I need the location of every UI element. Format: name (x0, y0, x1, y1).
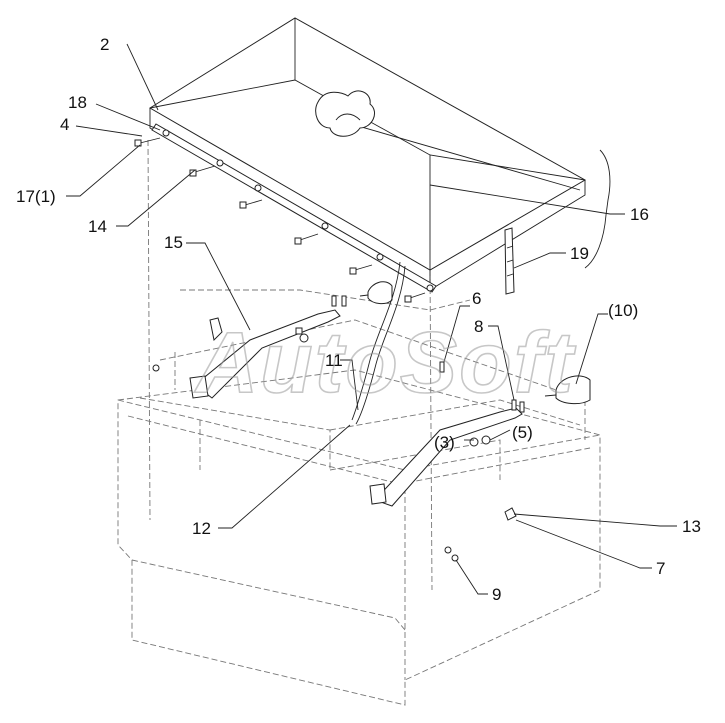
callout-label: 15 (164, 233, 183, 252)
callout-label: 8 (474, 317, 483, 336)
rubber-bumpers (359, 281, 591, 405)
callout-label: 2 (100, 35, 109, 54)
callout-label: 17(1) (16, 187, 56, 206)
mounting-bar (151, 123, 437, 293)
callout-label: 6 (472, 289, 481, 308)
callout-label: (3) (434, 433, 455, 452)
callout-label: 18 (68, 93, 87, 112)
callout-label: 7 (656, 559, 665, 578)
callout-label: 13 (682, 517, 701, 536)
callout-label: (10) (608, 301, 638, 320)
alignment-lines (147, 139, 433, 591)
callout-label: 4 (60, 115, 69, 134)
support-arm-right (369, 407, 523, 507)
callout-label: 14 (88, 217, 107, 236)
cover-bracket-brace (584, 149, 611, 269)
callout-label: 9 (492, 585, 501, 604)
callout-label: 19 (570, 244, 589, 263)
callout-labels: 2 18 4 17(1) 14 15 16 19 6 (10) 8 11 (3)… (16, 35, 701, 604)
callout-label: (5) (512, 423, 533, 442)
callout-label: 12 (192, 519, 211, 538)
callout-label: 16 (630, 205, 649, 224)
support-arm-left (189, 309, 341, 399)
watermark-text: AutoSoft (194, 315, 576, 411)
leader-lines (66, 43, 677, 595)
bolts-row (134, 137, 426, 303)
handle-part (504, 227, 515, 295)
callout-label: 11 (325, 351, 343, 370)
top-cover (149, 17, 587, 291)
